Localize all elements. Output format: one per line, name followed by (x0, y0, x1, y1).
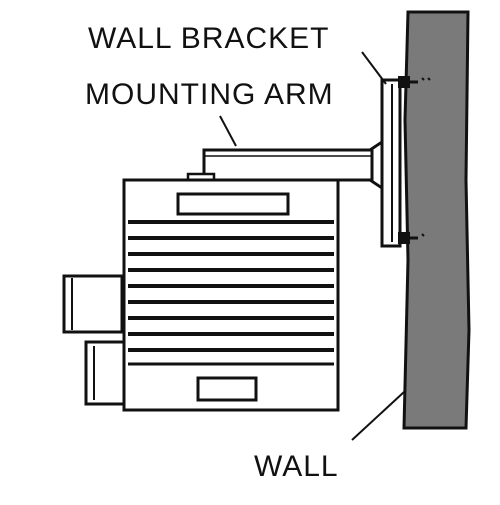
heater-bottom-handle (196, 376, 258, 402)
heater-body (122, 178, 340, 412)
mounting-arm (202, 148, 374, 182)
heater-top-handle (176, 192, 290, 216)
label-wall: WALL (254, 450, 339, 483)
leader-wall (351, 391, 405, 441)
heater-side-box-lower (84, 340, 126, 406)
leader-mounting-arm (219, 115, 237, 147)
label-mounting-arm: MOUNTING ARM (85, 78, 334, 111)
wall (402, 10, 471, 430)
heater-louvers (128, 220, 334, 366)
bolt-top (398, 76, 431, 88)
heater-side-box-upper (62, 274, 124, 334)
label-wall-bracket: WALL BRACKET (88, 22, 330, 55)
leader-wall-bracket (361, 51, 387, 85)
bolt-bottom (398, 232, 425, 244)
